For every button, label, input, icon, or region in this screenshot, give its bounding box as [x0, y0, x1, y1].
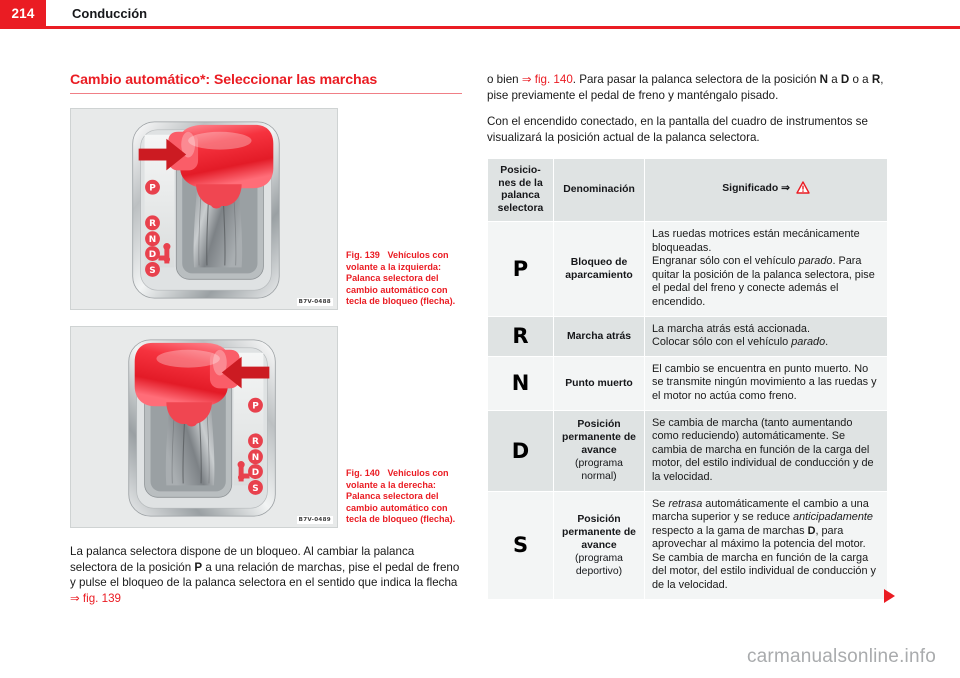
svg-text:P: P — [149, 184, 156, 194]
rp1-bold-n: N — [819, 73, 828, 86]
gear-meaning: La marcha atrás está accionada.Colocar s… — [644, 315, 888, 357]
figure-140-image: P R N D S B7V-0489 — [70, 326, 338, 528]
left-par-part2: a una relación de marchas, pise el pedal… — [70, 560, 460, 590]
hdr-line-1: Posicio- — [500, 165, 541, 177]
rp1-bold-d: D — [840, 73, 850, 86]
figure-139-image: P R N D S B7V-0488 — [70, 108, 338, 310]
svg-text:D: D — [149, 250, 156, 260]
gear-denomination: Punto muerto — [553, 355, 645, 411]
gear-position-letter: P — [487, 221, 554, 317]
right-paragraph-2: Con el encendido conectado, en la pantal… — [487, 115, 868, 144]
figure-140: P R N D S B7V-0489 Fig. 140 Vehículos co… — [70, 326, 462, 528]
left-par-bold-p: P — [194, 560, 203, 574]
header-meaning-label: Significado — [722, 183, 779, 195]
hdr-line-4: selectora — [497, 202, 544, 214]
svg-text:N: N — [149, 235, 156, 245]
header-meaning: Significado ⇒ — [644, 158, 888, 222]
double-arrow-glyph: ⇒ — [781, 183, 790, 195]
figure-139-caption-text: Vehículos con volante a la izquierda: Pa… — [346, 250, 456, 307]
gear-denomination: Posición permanente de avance (programa … — [553, 409, 645, 492]
rp1-part1: o bien — [487, 73, 522, 86]
figure-139-caption: Fig. 139 Vehículos con volante a la izqu… — [346, 250, 464, 308]
chapter-title: Conducción — [72, 5, 148, 21]
section-heading-divider — [70, 93, 462, 94]
gear-position-letter: N — [487, 355, 554, 411]
page-number: 214 — [0, 0, 46, 26]
cross-ref-fig-140[interactable]: ⇒ fig. 140 — [521, 73, 573, 86]
gear-selector-left-hand-drive-illustration: P R N D S — [71, 109, 337, 309]
warning-triangle-icon — [796, 181, 810, 198]
gear-denomination: Bloqueo de aparcamiento — [553, 221, 645, 317]
gear-selector-right-hand-drive-illustration: P R N D S — [71, 327, 337, 527]
section-heading: Cambio automático*: Seleccionar las marc… — [70, 72, 378, 88]
left-par-part1: La palanca selectora dispone de un bloqu… — [70, 545, 415, 574]
svg-text:D: D — [252, 468, 259, 478]
gear-meaning: Se cambia de marcha (tanto aumentando co… — [644, 409, 888, 492]
gear-denomination: Posición permanente de avance (programa … — [553, 490, 645, 600]
figure-139-code: B7V-0488 — [296, 298, 333, 306]
figure-140-caption-text: Vehículos con volante a la derecha: Pala… — [346, 468, 456, 525]
figure-140-caption: Fig. 140 Vehículos con volante a la dere… — [346, 468, 464, 526]
gear-meaning: Las ruedas motrices están mecánicamente … — [644, 221, 888, 317]
left-paragraph: La palanca selectora dispone de un bloqu… — [70, 544, 462, 606]
rp1-part3: a — [828, 73, 841, 86]
rp1-part2: . Para pasar la palanca selectora de la … — [572, 73, 820, 86]
right-paragraph-1: o bien ⇒ fig. 140. Para pasar la palanca… — [487, 72, 887, 103]
gear-meaning: El cambio se encuentra en punto muerto. … — [644, 355, 888, 411]
header-denomination: Denominación — [553, 158, 645, 222]
svg-text:S: S — [149, 266, 155, 276]
continue-arrow-icon — [884, 589, 895, 603]
table-header-row: Posicio- nes de la palanca selectora Den… — [487, 158, 888, 222]
figure-140-label: Fig. 140 — [346, 468, 385, 478]
svg-text:R: R — [252, 437, 259, 447]
svg-text:R: R — [149, 219, 156, 229]
svg-text:P: P — [252, 402, 259, 412]
right-column: o bien ⇒ fig. 140. Para pasar la palanca… — [487, 72, 888, 600]
svg-text:N: N — [252, 453, 259, 463]
rp1-part5: , pise previamente el pedal de freno y m… — [487, 73, 884, 102]
figure-139-label: Fig. 139 — [346, 250, 385, 260]
gear-denomination: Marcha atrás — [553, 315, 645, 357]
gear-position-letter: R — [487, 315, 554, 357]
figure-140-code: B7V-0489 — [296, 516, 333, 524]
rp1-part4: o a — [849, 73, 872, 86]
cross-ref-fig-139[interactable]: ⇒ fig. 139 — [70, 591, 121, 605]
gear-positions-table: Posicio- nes de la palanca selectora Den… — [487, 158, 888, 600]
left-column: Cambio automático*: Seleccionar las marc… — [70, 72, 462, 606]
gear-position-letter: D — [487, 409, 554, 492]
site-watermark: carmanualsonline.info — [746, 646, 936, 667]
svg-text:S: S — [252, 484, 258, 494]
hdr-line-3: palanca — [501, 190, 540, 202]
gear-meaning: Se retrasa automáticamente el cambio a u… — [644, 490, 888, 600]
rp1-bold-r: R — [871, 73, 881, 86]
header-divider — [0, 26, 960, 29]
hdr-line-2: nes de la — [498, 177, 543, 189]
header-lever-positions: Posicio- nes de la palanca selectora — [487, 158, 554, 222]
figure-139: P R N D S B7V-0488 Fig. 139 Vehículos co… — [70, 108, 462, 310]
page-header: 214 Conducción — [0, 0, 960, 30]
gear-position-letter: S — [487, 490, 554, 600]
